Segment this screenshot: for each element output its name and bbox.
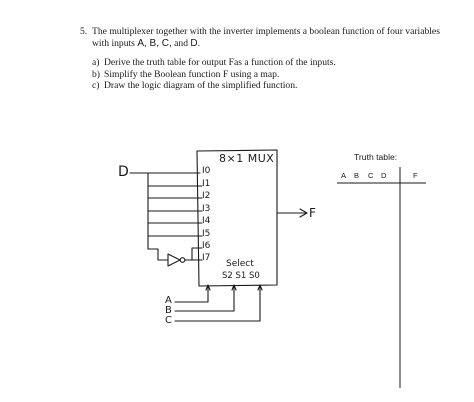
question-line-2: with inputs A, B, C, and D. (92, 38, 201, 49)
part-a: a)Derive the truth table for output Fas … (92, 57, 336, 68)
variable-d: D (190, 38, 198, 49)
selector-c-label: C (165, 315, 172, 326)
mux-input-i5: I5 (202, 229, 211, 239)
header-b: B (354, 171, 360, 180)
select-arrows (205, 284, 263, 291)
select-wire-a (174, 285, 209, 303)
mux-input-i6: I6 (202, 241, 211, 251)
mux-title: 8×1 MUX (219, 152, 275, 165)
mux-input-i2: I2 (202, 191, 211, 201)
mux-box (196, 149, 278, 287)
selector-b-label: B (165, 305, 172, 316)
select-lines-label: S2 S1 S0 (222, 271, 260, 281)
d-input-label: D (118, 164, 129, 180)
mux-diagram: D 8×1 MUX F I0 I1 I2 I3 I4 I5 I6 I7 Sele… (110, 138, 330, 338)
part-c: c)Draw the logic diagram of the simplifi… (92, 80, 298, 91)
mux-input-i1: I1 (202, 179, 211, 189)
selector-a-label: A (165, 295, 172, 306)
input-wire-i6-bus (147, 248, 169, 261)
question-text: 5.The multiplexer together with the inve… (80, 26, 460, 92)
output-arrow (299, 208, 308, 218)
header-f: F (413, 171, 418, 180)
mux-input-i7: I7 (202, 253, 211, 263)
header-c: C (368, 171, 374, 180)
header-d: D (381, 171, 387, 180)
mux-input-i4: I4 (202, 216, 211, 226)
question-parts: a)Derive the truth table for output Fas … (92, 57, 460, 92)
select-label: Select (226, 259, 254, 269)
inverter-output-wire (184, 247, 203, 261)
mux-input-i0: I0 (202, 166, 211, 176)
mux-wiring (129, 149, 308, 322)
truth-table-title: Truth table: (354, 152, 398, 162)
select-wire-b (174, 285, 235, 312)
output-f-label: F (309, 206, 316, 220)
variables-abc: A, B, C, (137, 38, 172, 49)
select-wire-c (174, 285, 261, 322)
inverter-gate (167, 253, 181, 267)
mux-input-i3: I3 (202, 204, 211, 214)
question-number: 5. (80, 26, 88, 37)
header-a: A (341, 171, 347, 180)
part-b: b)Simplify the Boolean function F using … (92, 68, 280, 80)
question-line-1: 5.The multiplexer together with the inve… (80, 26, 440, 37)
